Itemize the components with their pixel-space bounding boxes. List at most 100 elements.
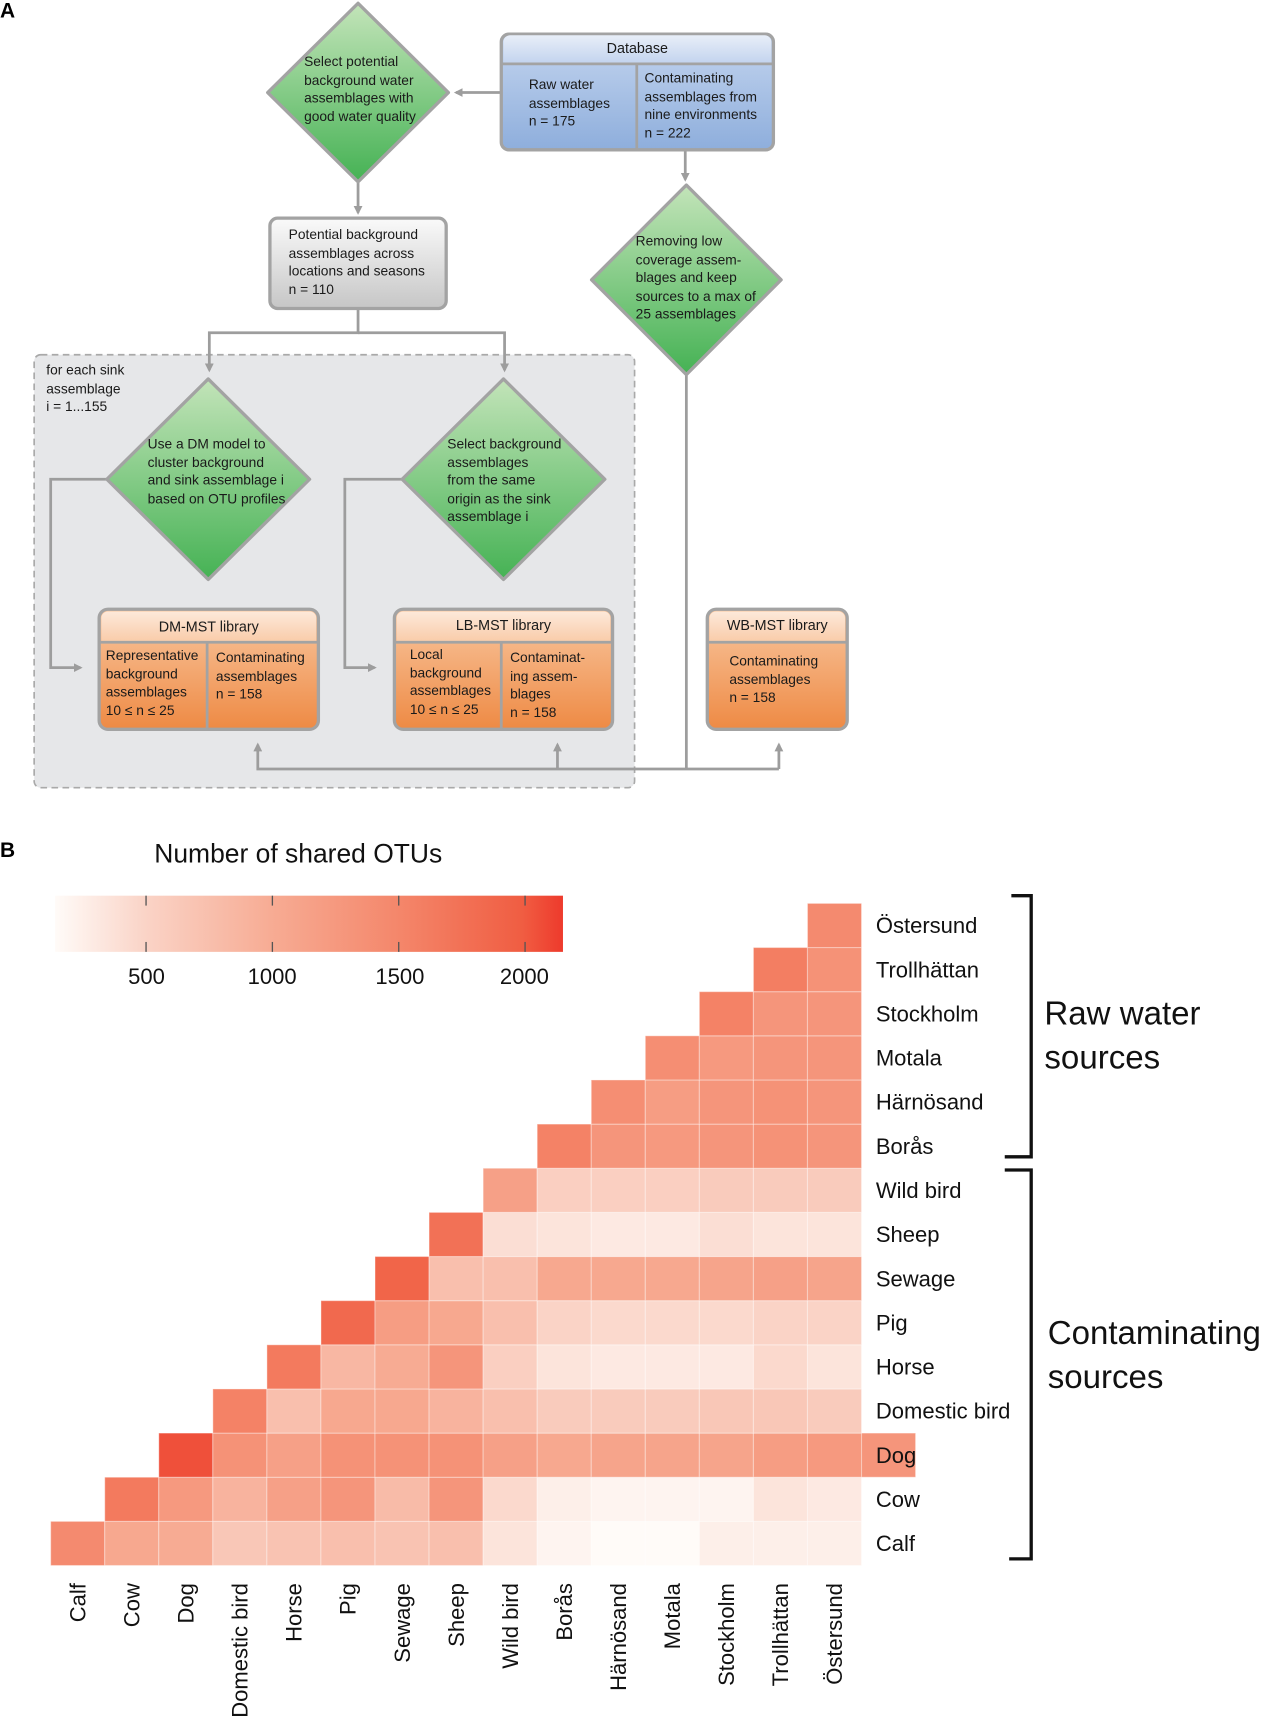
column-label: Stockholm xyxy=(714,1583,739,1686)
heatmap-cell xyxy=(374,1476,430,1522)
select-water-diamond xyxy=(266,1,451,184)
heatmap-cell xyxy=(698,1388,754,1434)
heatmap-cell xyxy=(644,1432,700,1478)
heatmap-cell xyxy=(644,1167,700,1213)
heatmap-cell xyxy=(806,1211,863,1258)
heatmap-cell xyxy=(752,1520,809,1567)
connectors xyxy=(49,88,784,771)
heatmap-cell xyxy=(590,1388,646,1434)
heatmap-cell xyxy=(752,1432,809,1478)
colorbar xyxy=(55,895,563,952)
same-origin-diamond xyxy=(400,377,607,582)
column-label: Domestic bird xyxy=(228,1583,253,1718)
heatmap-cell xyxy=(698,991,754,1037)
heatmap-cell xyxy=(806,1035,863,1081)
raw-water-bracket xyxy=(1004,894,1033,1159)
lb-library-left: Local background assemblages 10 ≤ n ≤ 25 xyxy=(409,646,491,717)
dm-library-left: Representative background assemblages 10… xyxy=(105,647,199,719)
heatmap-cell xyxy=(536,1300,592,1346)
heatmap-cell xyxy=(320,1300,376,1346)
row-label: Cow xyxy=(876,1487,920,1512)
heatmap-cell xyxy=(374,1255,430,1302)
column-label: Wild bird xyxy=(498,1583,523,1669)
heatmap-cell xyxy=(806,1079,863,1125)
colorbar-ticks xyxy=(145,895,526,952)
heatmap-cell xyxy=(698,1035,754,1081)
heatmap-cell xyxy=(428,1211,484,1258)
row-label: Stockholm xyxy=(876,1001,979,1026)
heatmap-cell xyxy=(428,1344,484,1390)
heatmap-cell xyxy=(644,1035,700,1081)
heatmap-cell xyxy=(752,1300,809,1346)
column-label: Östersund xyxy=(822,1583,847,1685)
panel-a-label: A xyxy=(0,0,16,24)
heatmap-cell xyxy=(374,1344,430,1390)
heatmap-cell xyxy=(752,1167,809,1213)
heatmap-cell xyxy=(482,1211,538,1258)
heatmap-cell xyxy=(482,1344,538,1390)
heatmap-cell xyxy=(482,1432,538,1478)
heatmap-cell xyxy=(806,1167,863,1213)
column-label: Trollhättan xyxy=(768,1583,793,1686)
heatmap-cell xyxy=(698,1476,754,1522)
column-label: Calf xyxy=(65,1582,90,1622)
heatmap-cell xyxy=(644,1211,700,1258)
heatmap-cell xyxy=(266,1476,322,1522)
lb-library-right: Contaminat- ing assem- blages n = 158 xyxy=(510,650,586,721)
row-label: Horse xyxy=(876,1355,935,1380)
same-origin-text: Select background assemblages from the s… xyxy=(447,436,562,525)
heatmap-cell xyxy=(212,1476,268,1522)
heatmap-cell xyxy=(104,1476,160,1522)
database-title: Database xyxy=(606,39,668,57)
removing-low-text: Removing low coverage assem- blages and … xyxy=(635,233,756,323)
column-label: Cow xyxy=(119,1583,144,1627)
row-label: Calf xyxy=(876,1531,916,1556)
colorbar-tick-label: 500 xyxy=(128,965,165,990)
heatmap-cell xyxy=(158,1432,214,1478)
wb-library-body: Contaminating assemblages n = 158 xyxy=(729,653,819,706)
heatmap-cell xyxy=(698,1520,754,1567)
heatmap-cell xyxy=(482,1476,538,1522)
row-label: Wild bird xyxy=(876,1178,962,1203)
heatmap-cell xyxy=(698,1123,754,1169)
heatmap-cell xyxy=(752,991,809,1037)
heatmap-cell xyxy=(698,1432,754,1478)
heatmap-cell xyxy=(752,1255,809,1302)
heatmap-cell xyxy=(158,1476,214,1522)
column-label: Borås xyxy=(552,1583,577,1641)
colorbar-tick-label: 1500 xyxy=(375,965,425,990)
heatmap-cell xyxy=(428,1520,484,1567)
heatmap-cell xyxy=(266,1520,322,1567)
column-label: Pig xyxy=(336,1583,361,1615)
heatmap-cell xyxy=(266,1432,322,1478)
heatmap-cell xyxy=(428,1432,484,1478)
row-label: Domestic bird xyxy=(876,1399,1011,1424)
column-label: Dog xyxy=(174,1583,199,1623)
colorbar-tick-label: 1000 xyxy=(247,965,297,990)
column-label: Sewage xyxy=(390,1583,415,1663)
dm-library-right: Contaminating assemblages n = 158 xyxy=(215,650,305,702)
heatmap-cell xyxy=(158,1520,214,1567)
row-label: Borås xyxy=(876,1134,934,1159)
heatmap-cell xyxy=(212,1520,268,1567)
heatmap-cell xyxy=(806,991,863,1037)
heatmap-cell xyxy=(590,1167,646,1213)
heatmap-cell xyxy=(806,902,863,949)
heatmap xyxy=(50,902,917,1567)
heatmap-cell xyxy=(806,1300,863,1346)
heatmap-cell xyxy=(374,1520,430,1567)
heatmap-cell xyxy=(482,1255,538,1302)
heatmap-cell xyxy=(806,946,863,993)
potential-background-box xyxy=(268,216,448,311)
column-label: Härnösand xyxy=(606,1583,631,1691)
wb-library-box xyxy=(705,607,849,731)
heatmap-cell xyxy=(806,1476,863,1522)
heatmap-cell xyxy=(806,1520,863,1567)
colorbar-title: Number of shared OTUs xyxy=(154,839,443,870)
row-label: Motala xyxy=(876,1046,943,1071)
heatmap-cell xyxy=(644,1300,700,1346)
